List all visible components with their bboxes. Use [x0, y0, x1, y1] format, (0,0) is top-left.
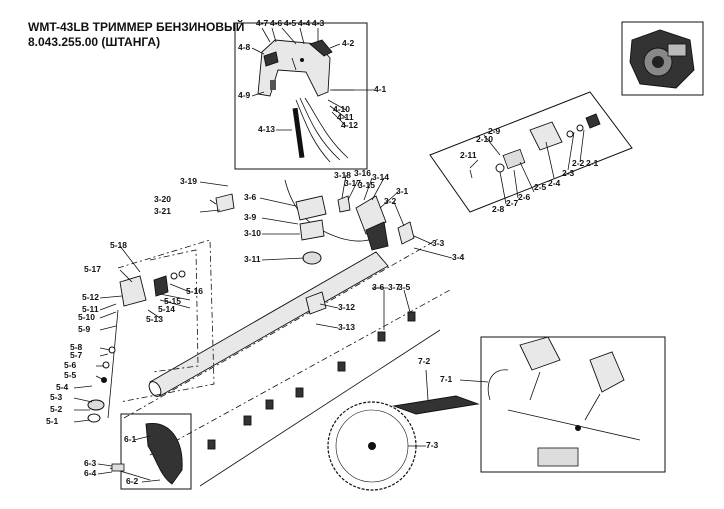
label-2-1: 2-1 — [586, 158, 599, 168]
label-4-4: 4-4 — [298, 18, 311, 28]
label-3-3: 3-3 — [432, 238, 445, 248]
label-2-7: 2-7 — [506, 198, 519, 208]
label-3-5: 3-5 — [398, 282, 411, 292]
label-5-16: 5-16 — [186, 286, 203, 296]
label-5-10: 5-10 — [78, 312, 95, 322]
label-7-2: 7-2 — [418, 356, 431, 366]
label-5-14: 5-14 — [158, 304, 175, 314]
gear-head-group — [87, 239, 215, 423]
label-4-13: 4-13 — [258, 124, 275, 134]
label-3-19: 3-19 — [180, 176, 197, 186]
label-4-2: 4-2 — [342, 38, 355, 48]
label-7-3: 7-3 — [426, 440, 439, 450]
bike-handle — [215, 179, 415, 315]
label-2-2: 2-2 — [572, 158, 585, 168]
diagram-title: WMT-43LB ТРИММЕР БЕНЗИНОВЫЙ — [28, 20, 245, 34]
coupling-group — [429, 91, 633, 213]
label-5-8: 5-8 — [70, 342, 83, 352]
label-3-6-bottom: 3-6 — [372, 282, 385, 292]
label-3-12: 3-12 — [338, 302, 355, 312]
label-3-15: 3-15 — [358, 180, 375, 190]
label-7-1: 7-1 — [440, 374, 453, 384]
label-2-8: 2-8 — [492, 204, 505, 214]
label-5-17: 5-17 — [84, 264, 101, 274]
label-5-11: 5-11 — [82, 304, 99, 314]
label-4-12: 4-12 — [341, 120, 358, 130]
label-2-6: 2-6 — [518, 192, 531, 202]
label-2-10: 2-10 — [476, 134, 493, 144]
label-3-14: 3-14 — [372, 172, 389, 182]
label-4-3: 4-3 — [312, 18, 325, 28]
label-4-8: 4-8 — [238, 42, 251, 52]
label-2-11: 2-11 — [460, 150, 477, 160]
label-3-21: 3-21 — [154, 206, 171, 216]
label-3-16: 3-16 — [354, 168, 371, 178]
label-5-15: 5-15 — [164, 296, 181, 306]
leader-lines — [73, 27, 585, 483]
label-4-10: 4-10 — [333, 104, 350, 114]
label-3-2: 3-2 — [384, 196, 397, 206]
label-5-12: 5-12 — [82, 292, 99, 302]
label-6-1: 6-1 — [124, 434, 137, 444]
label-6-4: 6-4 — [84, 468, 97, 478]
label-5-1: 5-1 — [46, 416, 59, 426]
label-3-7: 3-7 — [388, 282, 401, 292]
label-5-13: 5-13 — [146, 314, 163, 324]
label-3-10: 3-10 — [244, 228, 261, 238]
label-4-6: 4-6 — [270, 18, 283, 28]
label-3-17: 3-17 — [344, 178, 361, 188]
shaft-bushings — [207, 311, 416, 450]
diagram-subtitle: 8.043.255.00 (ШТАНГА) — [28, 35, 161, 49]
label-4-9: 4-9 — [238, 90, 251, 100]
label-2-9: 2-9 — [488, 126, 501, 136]
label-3-20: 3-20 — [154, 194, 171, 204]
label-3-6-top: 3-6 — [244, 192, 257, 202]
label-2-4: 2-4 — [548, 178, 561, 188]
label-5-4: 5-4 — [56, 382, 69, 392]
label-3-13: 3-13 — [338, 322, 355, 332]
label-5-3: 5-3 — [50, 392, 63, 402]
label-4-1: 4-1 — [374, 84, 387, 94]
label-6-3: 6-3 — [84, 458, 97, 468]
harness-group — [480, 336, 666, 473]
label-5-2: 5-2 — [50, 404, 63, 414]
label-3-11: 3-11 — [244, 254, 261, 264]
drive-shaft-tube — [123, 237, 451, 487]
guard-group — [109, 413, 192, 490]
label-3-1: 3-1 — [396, 186, 409, 196]
callout-labels: 4-7 4-6 4-5 4-4 4-3 4-2 4-8 4-9 4-1 4-10… — [46, 18, 599, 486]
blades — [327, 395, 480, 491]
label-5-5: 5-5 — [64, 370, 77, 380]
label-5-9: 5-9 — [78, 324, 91, 334]
label-4-7: 4-7 — [256, 18, 269, 28]
label-5-6: 5-6 — [64, 360, 77, 370]
label-2-5: 2-5 — [534, 182, 547, 192]
label-3-18: 3-18 — [334, 170, 351, 180]
label-3-4: 3-4 — [452, 252, 465, 262]
label-5-18: 5-18 — [110, 240, 127, 250]
label-4-5: 4-5 — [284, 18, 297, 28]
engine-thumbnail — [621, 21, 704, 96]
label-5-7: 5-7 — [70, 350, 83, 360]
label-6-2: 6-2 — [126, 476, 139, 486]
label-2-3: 2-3 — [562, 168, 575, 178]
label-3-9: 3-9 — [244, 212, 257, 222]
label-4-11: 4-11 — [337, 112, 354, 122]
